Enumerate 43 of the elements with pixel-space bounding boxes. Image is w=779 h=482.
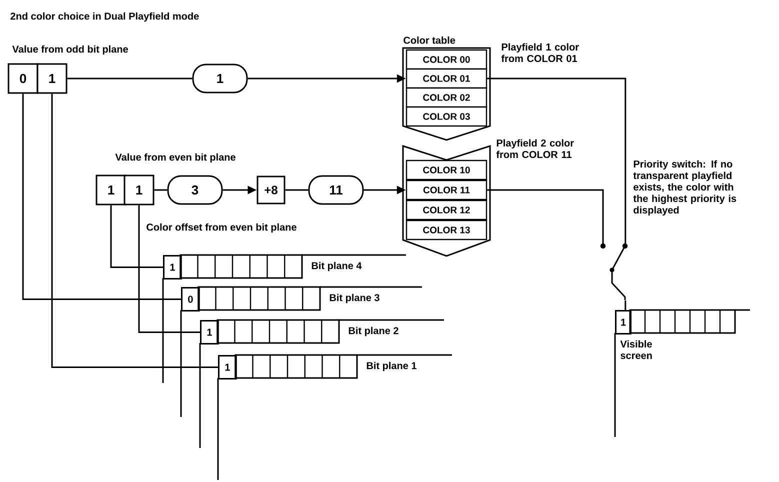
color-register-row: COLOR 11 [406,180,488,200]
connector-line [22,94,181,300]
color-table [402,144,491,257]
color-register-row: COLOR 02 [406,87,488,108]
annotation-text: Visible screen [620,340,652,360]
color-register-row: COLOR 10 [406,160,488,180]
connector-line [487,189,604,246]
color-register-row: COLOR 03 [406,106,488,127]
connector-line [138,205,200,333]
annotation-text: Value from even bit plane [115,153,236,163]
annotation-text: Bit plane 4 [312,262,362,272]
annotation-text: Bit plane 1 [366,362,416,372]
connector-line [51,94,218,368]
color-register-row: COLOR 00 [406,49,488,70]
priority-switch [600,243,628,300]
digit-cell: 1 [124,174,154,206]
color-register-row: COLOR 01 [406,68,488,89]
digit-cell: 1 [36,63,68,94]
annotation-text: Bit plane 2 [348,326,398,336]
bit-cell: 0 [181,287,200,312]
connector-line [110,205,163,268]
diagram-title: 2nd color choice in Dual Playfield mode [10,12,199,22]
annotation-text: Value from odd bit plane [12,45,128,55]
annotation-text: Bit plane 3 [330,294,380,304]
connector-line [67,78,192,80]
connector-line [487,78,626,246]
color-register-row: COLOR 13 [406,220,488,240]
annotation-text: Playfield 2 color from COLOR 11 [496,139,574,158]
connector-line [624,300,626,310]
annotation-text: Priority switch: If no transparent playfield exists, the color with the highest priority is displayed [633,160,736,216]
node-label: Color table [404,36,456,44]
bit-cell: 1 [200,320,219,344]
color-register-row: COLOR 12 [406,200,488,220]
bit-cell: 1 [218,355,237,380]
offset-box: +8 [256,176,286,204]
digit-cell: 1 [96,174,126,206]
bit-cell: 1 [615,310,632,334]
connector-line [154,189,168,191]
digit-cell: 0 [8,63,38,94]
annotation-text: Playfield 1 color from COLOR 01 [501,43,579,62]
connector-line [285,189,308,191]
annotation-text: Color offset from even bit plane [146,223,296,233]
bit-cell: 1 [163,255,182,280]
